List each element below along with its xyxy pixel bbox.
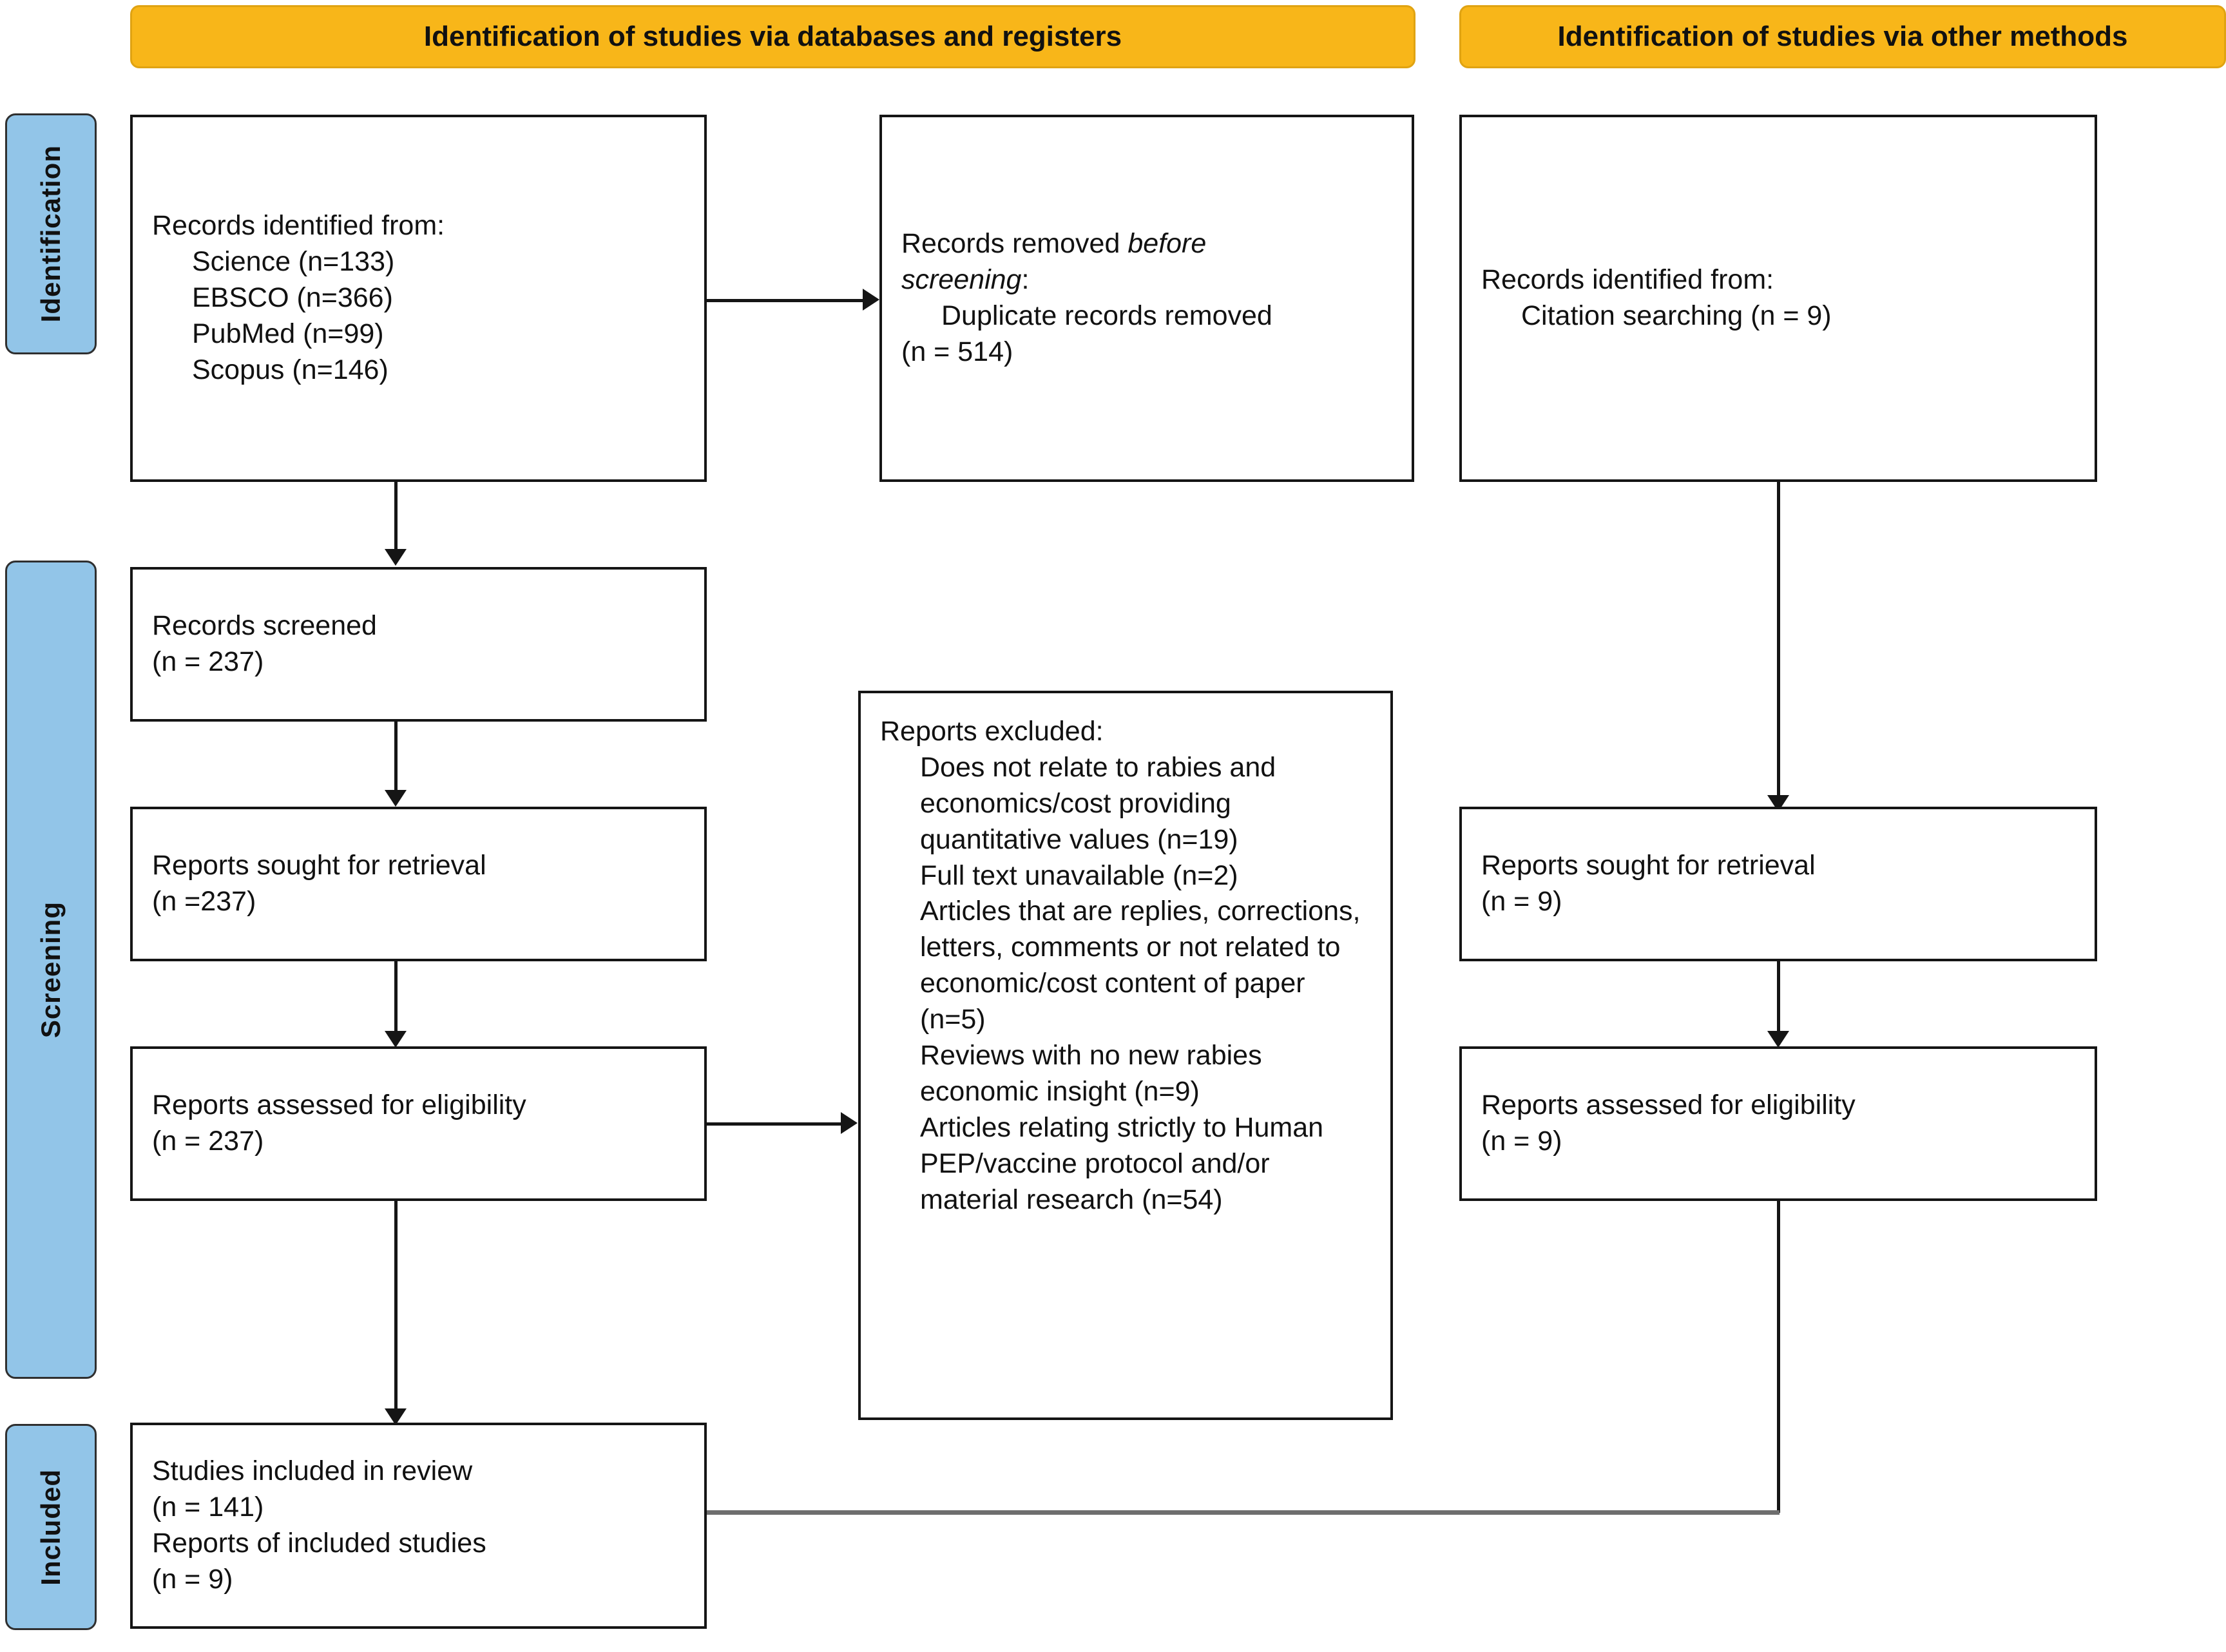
stage-bar-screening: Screening bbox=[5, 561, 97, 1379]
arrowhead-assessed-to-excluded bbox=[841, 1112, 858, 1134]
box-other-identified: Records identified from: Citation search… bbox=[1459, 115, 2097, 482]
other-identified-item: Citation searching (n = 9) bbox=[1521, 300, 1832, 331]
stage-label-included: Included bbox=[35, 1468, 66, 1586]
studies-included-line4: (n = 9) bbox=[152, 1563, 233, 1595]
reports-sought-right-line2: (n = 9) bbox=[1481, 886, 1562, 917]
arrowhead-screened-to-sought bbox=[385, 790, 407, 807]
box-studies-included: Studies included in review (n = 141) Rep… bbox=[130, 1423, 707, 1629]
records-removed-item2: (n = 514) bbox=[901, 336, 1013, 367]
connector-right-to-included-horizontal bbox=[684, 1510, 1780, 1515]
records-removed-line1: Records removed before bbox=[901, 226, 1392, 262]
reports-excluded-item: Articles relating strictly to Human PEP/… bbox=[920, 1111, 1332, 1215]
records-identified-item: Science (n=133) bbox=[192, 246, 395, 278]
reports-excluded-item: Articles that are replies, corrections, … bbox=[920, 896, 1368, 1035]
reports-assessed-left-line1: Reports assessed for eligibility bbox=[152, 1090, 526, 1121]
stage-label-screening: Screening bbox=[35, 901, 66, 1039]
studies-included-line1: Studies included in review bbox=[152, 1455, 473, 1487]
records-screened-line1: Records screened bbox=[152, 610, 377, 642]
reports-excluded-item: Reviews with no new rabies economic insi… bbox=[920, 1040, 1270, 1107]
records-identified-item: PubMed (n=99) bbox=[192, 318, 384, 349]
connector-sought-to-assessed-left bbox=[394, 961, 398, 1033]
records-removed-text: Records removed bbox=[901, 228, 1128, 260]
records-removed-italic: before bbox=[1127, 228, 1207, 260]
box-records-removed: Records removed before screening: Duplic… bbox=[879, 115, 1414, 482]
reports-assessed-right-line2: (n = 9) bbox=[1481, 1126, 1562, 1157]
box-records-screened: Records screened (n = 237) bbox=[130, 567, 707, 722]
connector-identified-to-removed bbox=[707, 299, 863, 302]
records-identified-item: Scopus (n=146) bbox=[192, 354, 389, 385]
arrowhead-identified-to-screened bbox=[385, 549, 407, 566]
connector-assessed-to-included bbox=[394, 1201, 398, 1411]
studies-included-line2: (n = 141) bbox=[152, 1492, 264, 1523]
reports-excluded-item: Does not relate to rabies and economics/… bbox=[920, 751, 1284, 855]
other-identified-heading: Records identified from: bbox=[1481, 264, 1774, 296]
banner-other-methods-label: Identification of studies via other meth… bbox=[1557, 21, 2128, 52]
banner-databases-registers: Identification of studies via databases … bbox=[130, 5, 1415, 68]
arrowhead-sought-to-assessed-left bbox=[385, 1031, 407, 1048]
box-records-identified: Records identified from: Science (n=133)… bbox=[130, 115, 707, 482]
arrowhead-identified-to-removed bbox=[863, 289, 879, 311]
records-removed-colon: : bbox=[1021, 264, 1030, 296]
box-reports-assessed-right: Reports assessed for eligibility (n = 9) bbox=[1459, 1046, 2097, 1201]
records-identified-heading: Records identified from: bbox=[152, 210, 445, 242]
records-removed-line2: screening: bbox=[901, 262, 1392, 298]
banner-databases-label: Identification of studies via databases … bbox=[423, 21, 1122, 52]
box-reports-assessed-left: Reports assessed for eligibility (n = 23… bbox=[130, 1046, 707, 1201]
connector-right-to-included-vertical bbox=[1777, 1201, 1780, 1513]
box-reports-sought-right: Reports sought for retrieval (n = 9) bbox=[1459, 807, 2097, 961]
reports-assessed-left-line2: (n = 237) bbox=[152, 1126, 264, 1157]
connector-other-to-sought bbox=[1777, 482, 1780, 798]
records-removed-item1: Duplicate records removed bbox=[941, 300, 1272, 331]
connector-assessed-to-excluded bbox=[707, 1122, 841, 1126]
arrowhead-sought-to-assessed-right bbox=[1767, 1031, 1789, 1048]
connector-identified-to-screened bbox=[394, 482, 398, 552]
stage-label-identification: Identification bbox=[35, 145, 66, 323]
records-removed-italic2: screening bbox=[901, 264, 1022, 296]
records-screened-line2: (n = 237) bbox=[152, 646, 264, 677]
banner-other-methods: Identification of studies via other meth… bbox=[1459, 5, 2226, 68]
studies-included-line3: Reports of included studies bbox=[152, 1528, 486, 1559]
records-identified-item: EBSCO (n=366) bbox=[192, 282, 393, 314]
reports-sought-right-line1: Reports sought for retrieval bbox=[1481, 850, 1816, 881]
box-reports-excluded: Reports excluded: Does not relate to rab… bbox=[858, 691, 1393, 1420]
reports-excluded-heading: Reports excluded: bbox=[880, 716, 1104, 747]
reports-excluded-item: Full text unavailable (n=2) bbox=[920, 860, 1238, 891]
arrowhead-assessed-to-included bbox=[385, 1408, 407, 1425]
stage-bar-identification: Identification bbox=[5, 113, 97, 354]
stage-bar-included: Included bbox=[5, 1424, 97, 1630]
reports-sought-left-line1: Reports sought for retrieval bbox=[152, 850, 486, 881]
connector-screened-to-sought bbox=[394, 722, 398, 792]
box-reports-sought-left: Reports sought for retrieval (n =237) bbox=[130, 807, 707, 961]
reports-sought-left-line2: (n =237) bbox=[152, 886, 256, 917]
connector-sought-to-assessed-right bbox=[1777, 961, 1780, 1033]
reports-assessed-right-line1: Reports assessed for eligibility bbox=[1481, 1090, 1856, 1121]
